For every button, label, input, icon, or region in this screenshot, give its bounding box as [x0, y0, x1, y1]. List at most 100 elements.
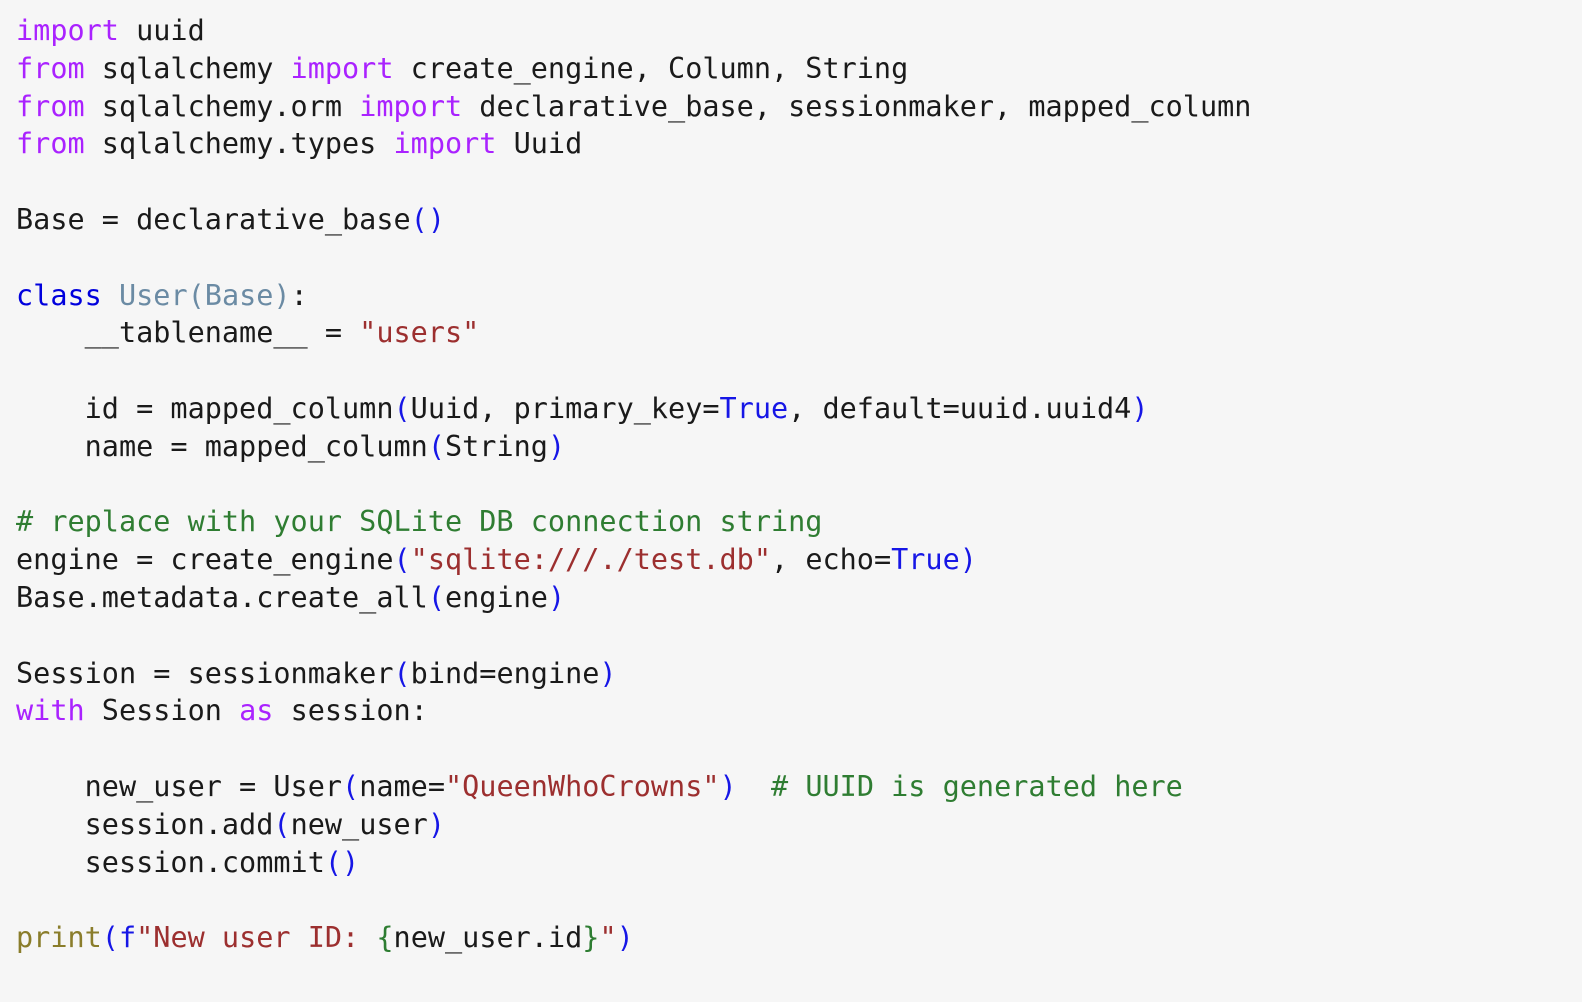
- code-token-classname: User: [118, 278, 188, 312]
- code-token-const: True: [891, 543, 960, 577]
- code-token-plain: String: [444, 429, 548, 463]
- code-token-paren: (: [427, 580, 445, 614]
- code-line: Session = sessionmaker(bind=engine): [16, 655, 1582, 693]
- code-token-paren: ): [427, 807, 446, 841]
- code-token-cmt: # UUID is generated here: [771, 769, 1183, 803]
- code-token-classname: (: [187, 278, 205, 312]
- code-token-plain: sqlalchemy: [84, 51, 291, 85]
- code-token-classname: Base: [204, 278, 274, 312]
- code-line: from sqlalchemy.types import Uuid: [16, 125, 1582, 163]
- code-token-plain: session:: [273, 694, 428, 728]
- code-token-paren: ): [959, 543, 977, 577]
- code-line: # replace with your SQLite DB connection…: [16, 503, 1582, 541]
- code-line: from sqlalchemy.orm import declarative_b…: [16, 88, 1582, 126]
- code-token-kw: from: [16, 51, 85, 85]
- code-token-kw: from: [16, 127, 85, 161]
- code-token-plain: engine: [444, 580, 548, 614]
- code-line: engine = create_engine("sqlite:///./test…: [16, 541, 1582, 579]
- code-token-plain: Uuid: [496, 127, 583, 161]
- code-token-plain: Base = declarative_base: [16, 202, 411, 236]
- code-token-paren: (: [101, 921, 119, 955]
- code-token-plain: new_user = User: [16, 769, 343, 803]
- code-token-kw-decl: class: [16, 278, 102, 312]
- code-token-plain: [102, 279, 119, 312]
- code-line: import uuid: [16, 12, 1582, 50]
- code-token-kw: from: [16, 89, 85, 123]
- code-token-str: "New user ID:: [136, 921, 377, 955]
- code-line: [16, 466, 1582, 504]
- code-line: [16, 352, 1582, 390]
- code-token-plain: bind=engine: [410, 656, 600, 690]
- code-line: [16, 163, 1582, 201]
- code-line: Base.metadata.create_all(engine): [16, 579, 1582, 617]
- code-token-plain: create_engine, Column, String: [393, 51, 909, 85]
- code-token-plain: , echo=: [771, 543, 892, 577]
- code-token-plain: new_user.id: [393, 921, 583, 955]
- code-line: [16, 730, 1582, 768]
- code-line: new_user = User(name="QueenWhoCrowns") #…: [16, 768, 1582, 806]
- code-line: print(f"New user ID: {new_user.id}"): [16, 919, 1582, 957]
- code-token-plain: , default=uuid.uuid4: [788, 391, 1132, 425]
- code-token-plain: Base.metadata.create_all: [16, 580, 428, 614]
- code-line: [16, 239, 1582, 277]
- code-line: [16, 617, 1582, 655]
- code-line: Base = declarative_base(): [16, 201, 1582, 239]
- code-token-paren: (: [393, 656, 411, 690]
- code-line: class User(Base):: [16, 277, 1582, 315]
- code-token-paren: (: [393, 543, 411, 577]
- code-token-paren: (: [393, 391, 411, 425]
- code-token-plain: session.commit: [16, 845, 325, 879]
- code-token-paren: (: [427, 429, 445, 463]
- code-token-plain: id = mapped_column: [16, 391, 394, 425]
- code-token-paren: ): [547, 429, 566, 463]
- code-token-cmt: # replace with your SQLite DB connection…: [16, 505, 823, 539]
- code-token-plain: engine = create_engine: [16, 543, 394, 577]
- code-token-kw: with: [16, 694, 85, 728]
- code-token-brace: }: [582, 921, 600, 955]
- code-token-paren: ): [616, 921, 634, 955]
- code-token-str: "users": [359, 316, 480, 350]
- code-token-plain: Uuid, primary_key=: [410, 391, 720, 425]
- code-token-plain: Session: [84, 694, 240, 728]
- code-token-plain: name = mapped_column: [16, 429, 428, 463]
- code-token-kw: import: [393, 127, 497, 161]
- code-token-paren: ): [547, 580, 566, 614]
- code-token-paren: (): [410, 202, 445, 236]
- code-token-plain: name=: [359, 769, 445, 803]
- code-token-plain: Session = sessionmaker: [16, 656, 394, 690]
- code-line: session.add(new_user): [16, 806, 1582, 844]
- code-token-str: "sqlite:///./test.db": [410, 543, 771, 577]
- code-token-kw: import: [359, 89, 463, 123]
- code-token-const: True: [719, 391, 789, 425]
- code-line: session.commit(): [16, 844, 1582, 882]
- code-line: from sqlalchemy import create_engine, Co…: [16, 50, 1582, 88]
- code-token-kw: import: [16, 14, 119, 47]
- code-token-str: ": [599, 921, 617, 955]
- code-line: id = mapped_column(Uuid, primary_key=Tru…: [16, 390, 1582, 428]
- code-token-paren: ): [719, 769, 737, 803]
- code-token-paren: ): [599, 656, 617, 690]
- code-line: [16, 881, 1582, 919]
- code-token-plain: session.add: [16, 807, 274, 841]
- code-token-str: "QueenWhoCrowns": [444, 769, 720, 803]
- code-token-plain: sqlalchemy.orm: [84, 89, 360, 123]
- code-token-plain: new_user: [290, 807, 428, 841]
- code-token-kw: import: [290, 51, 394, 85]
- code-token-paren: (: [342, 769, 360, 803]
- code-line: __tablename__ = "users": [16, 314, 1582, 352]
- code-line: with Session as session:: [16, 692, 1582, 730]
- code-token-classname: ): [273, 278, 291, 312]
- code-token-plain: [737, 770, 771, 803]
- code-line: name = mapped_column(String): [16, 428, 1582, 466]
- code-token-kw: as: [239, 694, 274, 728]
- code-token-plain: declarative_base, sessionmaker, mapped_c…: [462, 89, 1252, 123]
- code-token-brace: {: [376, 921, 394, 955]
- code-token-plain: sqlalchemy.types: [84, 127, 394, 161]
- code-token-plain: __tablename__ =: [16, 316, 360, 350]
- code-token-str-pre: f: [118, 921, 137, 955]
- code-token-paren: ): [1131, 391, 1149, 425]
- code-token-paren: (: [273, 807, 291, 841]
- code-token-plain: uuid: [118, 14, 205, 47]
